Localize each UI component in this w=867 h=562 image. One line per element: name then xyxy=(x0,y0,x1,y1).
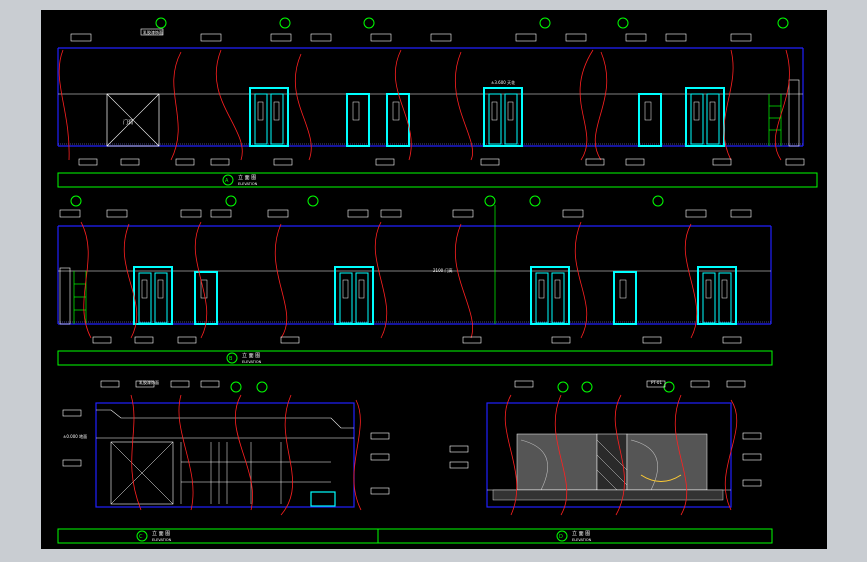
title-bubble-b xyxy=(226,352,238,364)
leaders-c xyxy=(130,394,362,516)
hatch-d xyxy=(596,439,628,491)
cross-mark-label: 门洞 xyxy=(123,119,133,126)
ceiling-level-label-a: ±3.600 天花 xyxy=(491,79,515,85)
leaders-b xyxy=(80,221,698,339)
door-b5 xyxy=(613,271,637,325)
door-b2 xyxy=(194,271,218,325)
stair-section-a xyxy=(768,79,800,147)
axis-markers-c xyxy=(230,381,268,393)
title-bar-a xyxy=(57,172,818,188)
wall-finish-label-a: 乳胶漆饰面 xyxy=(143,29,163,35)
elevation-b-sub: ELEVATION xyxy=(242,360,262,364)
elevation-b-title: 立 面 图 xyxy=(242,352,260,359)
drawing-canvas[interactable]: 门洞 xyxy=(41,10,827,549)
tags-bottom-a xyxy=(78,158,805,166)
axis-markers-a xyxy=(155,17,789,29)
door-opening-cross: 门洞 xyxy=(106,93,160,147)
elevation-c-sub: ELEVATION xyxy=(152,538,172,542)
door-b4 xyxy=(530,266,570,325)
slat-lines-c xyxy=(180,442,331,504)
cross-panel-c xyxy=(110,441,174,505)
tags-d xyxy=(449,380,762,487)
door-a5 xyxy=(638,93,662,147)
title-bubble-c xyxy=(136,530,148,542)
paint-code-label-d: PT-01 xyxy=(651,380,662,385)
door-a2 xyxy=(346,93,370,147)
elevation-a-id: A xyxy=(225,178,229,184)
title-bubble-a xyxy=(222,174,234,186)
door-a1 xyxy=(249,87,289,147)
door-b6 xyxy=(697,266,737,325)
wall-finish-label-c: 乳胶漆饰面 xyxy=(139,379,159,385)
elevation-d: PT-01 D 立 面 图 ELEVATION xyxy=(57,380,773,544)
elevation-a: 门洞 xyxy=(57,17,818,188)
leaders-d xyxy=(504,394,738,516)
title-bar-b xyxy=(57,350,773,366)
title-bar-d xyxy=(57,528,773,544)
elevation-b: 2100 门高 B 立 面 图 ELEVATION xyxy=(57,195,773,366)
elevation-a-sub: ELEVATION xyxy=(238,182,258,186)
tags-c xyxy=(62,380,390,495)
elevation-d-sub: ELEVATION xyxy=(572,538,592,542)
tags-top-b xyxy=(59,209,752,218)
elevation-b-id: B xyxy=(229,356,233,362)
title-bar-c xyxy=(57,528,379,544)
axis-markers-b xyxy=(70,195,664,207)
elevation-drawing: 门洞 xyxy=(57,17,818,544)
elevation-d-id: D xyxy=(559,534,563,540)
elevation-c: 乳胶漆饰面 ±0.000 地面 C 立 面 图 ELEVATION xyxy=(57,379,390,544)
door-b1 xyxy=(133,266,173,325)
door-a6 xyxy=(685,87,725,147)
door-b3 xyxy=(334,266,374,325)
door-a3 xyxy=(386,93,410,147)
elevation-a-title: 立 面 图 xyxy=(238,174,256,181)
elevation-d-title: 立 面 图 xyxy=(572,530,590,537)
tags-bottom-b xyxy=(92,336,742,344)
elevation-c-id: C xyxy=(139,534,143,540)
door-a4 xyxy=(483,87,523,147)
door-height-label-b: 2100 门高 xyxy=(433,267,452,273)
title-bubble-d xyxy=(556,530,568,542)
leaders-a xyxy=(58,49,790,161)
floor-level-label-c: ±0.000 地面 xyxy=(63,433,87,439)
tags-top-a xyxy=(70,28,752,42)
stair-section-b xyxy=(59,267,87,325)
elevation-c-title: 立 面 图 xyxy=(152,530,170,537)
